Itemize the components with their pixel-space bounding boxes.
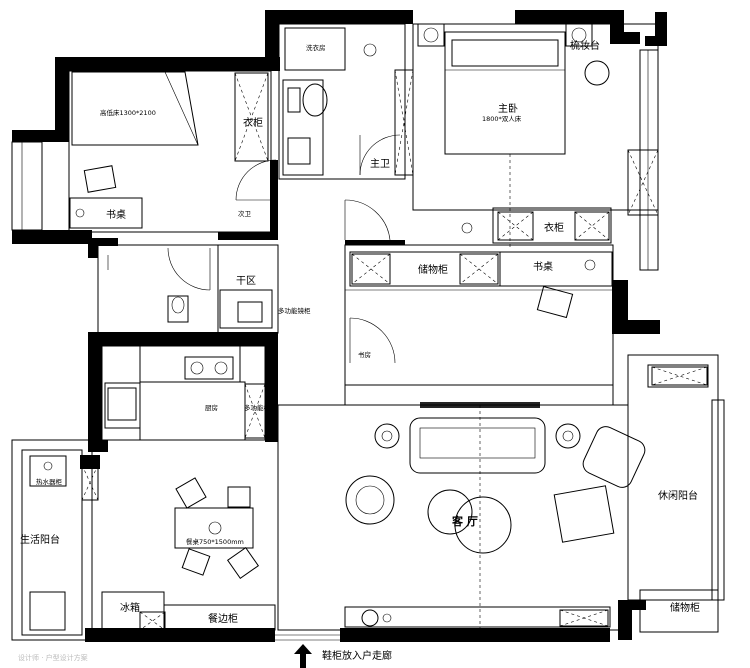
label-dressing-table: 梳妆台 (570, 39, 600, 52)
label-bunk-bed: 高低床1300*2100 (100, 108, 156, 117)
watermark: 设计师 · 户型设计方案 (18, 653, 88, 662)
label-wardrobe-small: 衣柜 (243, 116, 263, 129)
entry-arrow-icon (294, 644, 312, 668)
label-master-bedroom: 主卧 (498, 102, 518, 115)
label-desk-study: 书桌 (533, 260, 553, 273)
label-fridge: 冰箱 (120, 601, 140, 614)
label-desk-left: 书桌 (106, 208, 126, 221)
label-kitchen: 厨房 (205, 403, 218, 412)
label-storage-cabinet: 储物柜 (418, 263, 448, 276)
walls (12, 10, 667, 642)
label-dining-table: 餐桌750*1500mm (186, 537, 244, 546)
cabinet-hatching (81, 69, 708, 631)
label-leisure-balcony: 休闲阳台 (658, 489, 698, 502)
window-hatching (420, 402, 540, 408)
label-storage-right: 储物柜 (670, 601, 700, 614)
doors (107, 134, 401, 364)
label-study: 书房 (358, 350, 371, 359)
room-labels: 高低床1300*2100 衣柜 洗衣房 书桌 次卫 干区 多功能镜柜 主卫 主卧… (20, 39, 700, 662)
label-master-bath: 主卫 (370, 158, 390, 170)
label-life-balcony: 生活阳台 (20, 533, 60, 546)
label-wardrobe-master: 衣柜 (544, 221, 564, 234)
label-sideboard: 餐边柜 (208, 612, 238, 625)
label-bed-size: 1800*双人床 (482, 114, 522, 123)
furniture (29, 23, 646, 631)
label-dry-area: 干区 (236, 275, 256, 287)
label-entry: 鞋柜放入户走廊 (322, 649, 392, 662)
label-secondary-bath: 次卫 (238, 209, 252, 218)
label-mirror-cabinet: 多功能镜柜 (278, 306, 311, 315)
label-multi-cabinet: 多功能柜 (244, 403, 271, 412)
label-laundry: 洗衣房 (306, 43, 326, 52)
label-living-room: 客 厅 (451, 514, 478, 528)
label-water-heater: 热水器柜 (36, 477, 63, 486)
